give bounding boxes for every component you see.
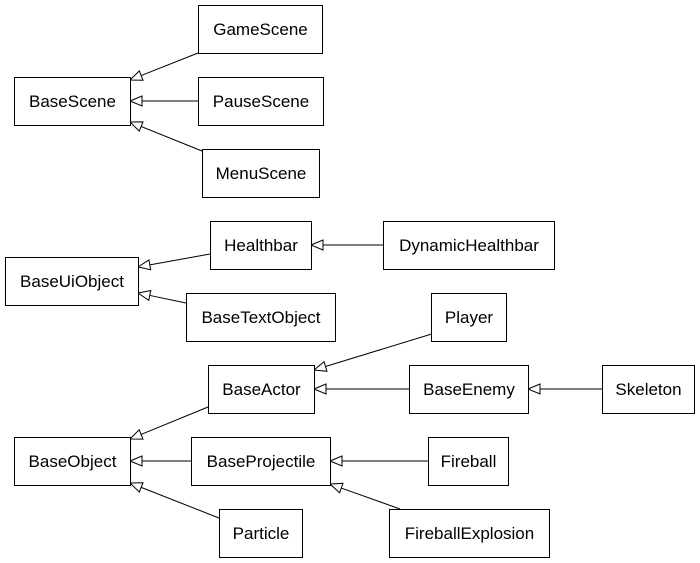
inheritance-arrowhead-icon (128, 95, 143, 107)
node-baseprojectile: BaseProjectile (191, 437, 331, 486)
inheritance-arrowhead-icon (128, 482, 144, 493)
node-baseobject: BaseObject (14, 437, 131, 486)
node-label: BaseUiObject (20, 272, 124, 291)
node-box (428, 437, 509, 486)
edge-fireballexplosion-to-baseprojectile (328, 482, 401, 510)
edge-line (140, 126, 203, 152)
inheritance-arrowhead-icon (136, 259, 152, 271)
node-healthbar: Healthbar (210, 221, 312, 270)
inheritance-arrowhead-icon (309, 239, 324, 251)
node-label: BaseScene (29, 92, 116, 111)
inheritance-arrowhead-icon (312, 360, 328, 372)
edge-fireball-to-baseprojectile (328, 455, 428, 467)
node-box (383, 221, 555, 270)
edge-line (341, 487, 401, 510)
node-menuscene: MenuScene (202, 149, 320, 198)
edge-baseenemy-to-baseactor (312, 383, 409, 395)
edges-layer (128, 52, 602, 519)
edge-baseprojectile-to-baseobject (128, 455, 191, 467)
node-label: BaseObject (29, 452, 117, 471)
edge-player-to-baseactor (312, 328, 449, 372)
inheritance-arrowhead-icon (128, 455, 143, 467)
node-label: Fireball (441, 452, 497, 471)
edge-line (149, 253, 211, 266)
node-label: BaseProjectile (207, 452, 316, 471)
inheritance-arrowhead-icon (128, 428, 144, 440)
node-baseuiobject: BaseUiObject (5, 257, 139, 306)
edge-pausescene-to-basescene (128, 95, 198, 107)
node-baseactor: BaseActor (208, 365, 315, 414)
node-basescene: BaseScene (14, 77, 131, 126)
node-box (602, 365, 695, 414)
edge-menuscene-to-basescene (128, 121, 203, 152)
node-label: MenuScene (216, 164, 307, 183)
node-label: Skeleton (615, 380, 681, 399)
node-player: Player (431, 293, 507, 342)
node-box (14, 437, 131, 486)
node-box (389, 509, 550, 558)
node-basetextobject: BaseTextObject (186, 293, 336, 342)
node-box (431, 293, 507, 342)
node-baseenemy: BaseEnemy (409, 365, 529, 414)
edge-line (325, 328, 449, 367)
node-label: BaseActor (222, 380, 301, 399)
node-skeleton: Skeleton (602, 365, 695, 414)
node-box (14, 77, 131, 126)
node-label: Healthbar (224, 236, 298, 255)
node-fireballexplosion: FireballExplosion (389, 509, 550, 558)
inheritance-arrowhead-icon (328, 455, 343, 467)
node-label: BaseEnemy (423, 380, 515, 399)
node-box (191, 437, 331, 486)
node-label: FireballExplosion (405, 524, 534, 543)
inheritance-arrowhead-icon (136, 289, 152, 302)
edge-skeleton-to-baseenemy (526, 383, 602, 395)
node-label: GameScene (213, 20, 308, 39)
edge-line (140, 52, 199, 77)
node-label: BaseTextObject (201, 308, 320, 327)
node-gamescene: GameScene (198, 5, 323, 54)
inheritance-arrowhead-icon (128, 70, 144, 81)
edge-particle-to-baseobject (128, 482, 220, 519)
inheritance-arrowhead-icon (328, 482, 344, 494)
node-pausescene: PauseScene (198, 77, 324, 126)
node-box (198, 77, 324, 126)
node-box (219, 509, 303, 558)
node-box (198, 5, 323, 54)
node-box (186, 293, 336, 342)
node-fireball: Fireball (428, 437, 509, 486)
node-box (210, 221, 312, 270)
node-box (202, 149, 320, 198)
edge-line (140, 486, 220, 519)
node-box (409, 365, 529, 414)
node-label: DynamicHealthbar (399, 236, 539, 255)
edge-gamescene-to-basescene (128, 52, 199, 81)
node-box (208, 365, 315, 414)
edge-baseactor-to-baseobject (128, 406, 209, 440)
inheritance-arrowhead-icon (526, 383, 541, 395)
edge-line (149, 294, 187, 304)
edge-line (140, 406, 209, 435)
node-box (5, 257, 139, 306)
node-dynamichealthbar: DynamicHealthbar (383, 221, 555, 270)
node-particle: Particle (219, 509, 303, 558)
edge-basetextobject-to-baseuiobject (136, 289, 187, 304)
edge-dynamichealthbar-to-healthbar (309, 239, 383, 251)
node-label: Particle (233, 524, 290, 543)
inheritance-arrowhead-icon (312, 383, 327, 395)
node-label: PauseScene (213, 92, 309, 111)
edge-healthbar-to-baseuiobject (136, 253, 211, 271)
inheritance-arrowhead-icon (128, 121, 144, 133)
node-label: Player (445, 308, 494, 327)
